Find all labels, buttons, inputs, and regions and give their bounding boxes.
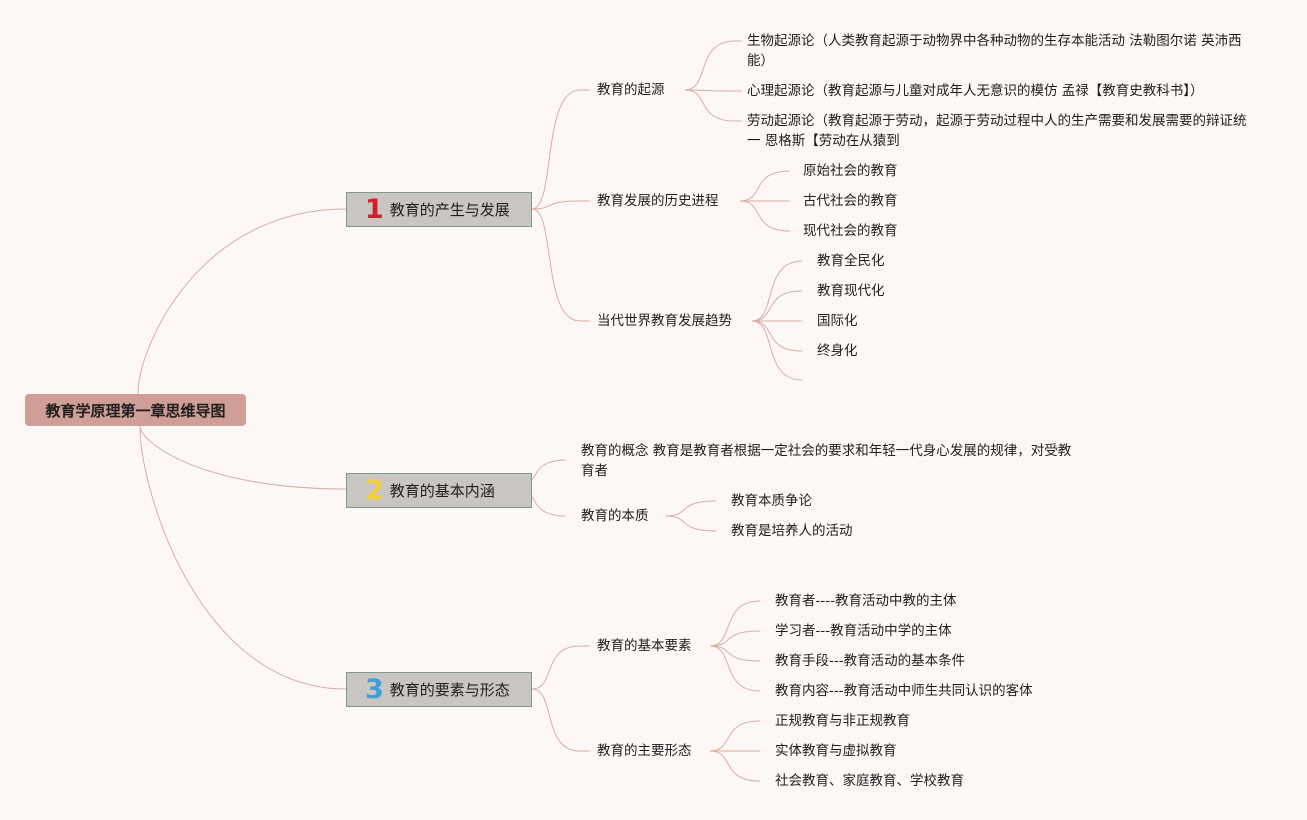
leaf-universal[interactable]: 教育全民化 [817,253,885,269]
link-trends-lifelong [751,320,803,352]
link-essence-debate [665,500,717,517]
link-trends-extra [751,320,803,381]
leaf-essence-debate[interactable]: 教育本质争论 [731,493,812,509]
number-3-icon: 3 [365,674,384,705]
leaf-virtual[interactable]: 实体教育与虚拟教育 [775,743,897,759]
branch-node-2[interactable]: 2 教育的基本内涵 [346,473,532,508]
leaf-content[interactable]: 教育内容---教育活动中师生共同认识的客体 [775,683,1033,699]
link-essence-cultivate [665,515,717,532]
link-elements-content [709,645,761,692]
topic-essence[interactable]: 教育的本质 [581,508,649,524]
root-node[interactable]: 教育学原理第一章思维导图 [25,394,246,426]
leaf-social[interactable]: 社会教育、家庭教育、学校教育 [775,773,964,789]
link-elements-means [709,645,761,662]
link-b1-trends [531,208,581,322]
link-origin-bio [684,40,736,91]
leaf-psych-origin[interactable]: 心理起源论（教育起源与儿童对成年人无意识的模仿 孟禄【教育史教科书】） [747,83,1204,99]
leaf-lifelong[interactable]: 终身化 [817,343,858,359]
leaf-international[interactable]: 国际化 [817,313,858,329]
topic-trends[interactable]: 当代世界教育发展趋势 [597,313,732,329]
link-origin-labor [684,89,736,122]
topic-elements[interactable]: 教育的基本要素 [597,638,692,654]
link-root-branch2 [139,425,347,490]
branch-label: 教育的要素与形态 [389,681,510,699]
branch-label: 教育的基本内涵 [389,482,495,500]
branch-node-1[interactable]: 1 教育的产生与发展 [346,192,532,227]
branch-label: 教育的产生与发展 [389,201,510,219]
leaf-formal[interactable]: 正规教育与非正规教育 [775,713,910,729]
topic-concept[interactable]: 教育的概念 教育是教育者根据一定社会的要求和年轻一代身心发展的规律，对受教育者 [581,443,1072,479]
topic-origin[interactable]: 教育的起源 [597,82,665,98]
link-history-primitive [739,170,791,202]
leaf-ancient[interactable]: 古代社会的教育 [803,193,898,209]
leaf-modernization[interactable]: 教育现代化 [817,283,885,299]
link-origin-psych [684,89,736,92]
leaf-modern[interactable]: 现代社会的教育 [803,223,898,239]
leaf-cultivate[interactable]: 教育是培养人的活动 [731,523,853,539]
link-b3-forms [531,688,581,752]
link-b1-origin [531,89,581,210]
link-b1-history [531,200,581,210]
branch-node-3[interactable]: 3 教育的要素与形态 [346,672,532,707]
leaf-means[interactable]: 教育手段---教育活动的基本条件 [775,653,966,669]
leaf-primitive[interactable]: 原始社会的教育 [803,163,898,179]
number-2-icon: 2 [365,475,384,506]
topic-history[interactable]: 教育发展的历史进程 [597,193,719,209]
leaf-labor-origin[interactable]: 劳动起源论（教育起源于劳动，起源于劳动过程中人的生产需要和发展需要的辩证统一 恩… [747,113,1247,149]
link-forms-formal [709,720,761,752]
link-history-modern [739,200,791,232]
leaf-learner[interactable]: 学习者---教育活动中学的主体 [775,623,952,639]
number-1-icon: 1 [365,194,384,225]
link-elements-learner [709,630,761,647]
topic-forms[interactable]: 教育的主要形态 [597,743,692,759]
link-forms-social [709,750,761,782]
leaf-bio-origin[interactable]: 生物起源论（人类教育起源于动物界中各种动物的生存本能活动 法勒图尔诺 英沛西能） [747,33,1242,69]
link-b3-elements [531,645,581,690]
link-trends-modernization [751,290,803,322]
link-elements-educator [709,600,761,647]
link-root-branch1 [137,208,347,395]
leaf-educator[interactable]: 教育者----教育活动中教的主体 [775,593,957,609]
link-root-branch3 [139,425,347,690]
link-trends-universal [751,260,803,322]
